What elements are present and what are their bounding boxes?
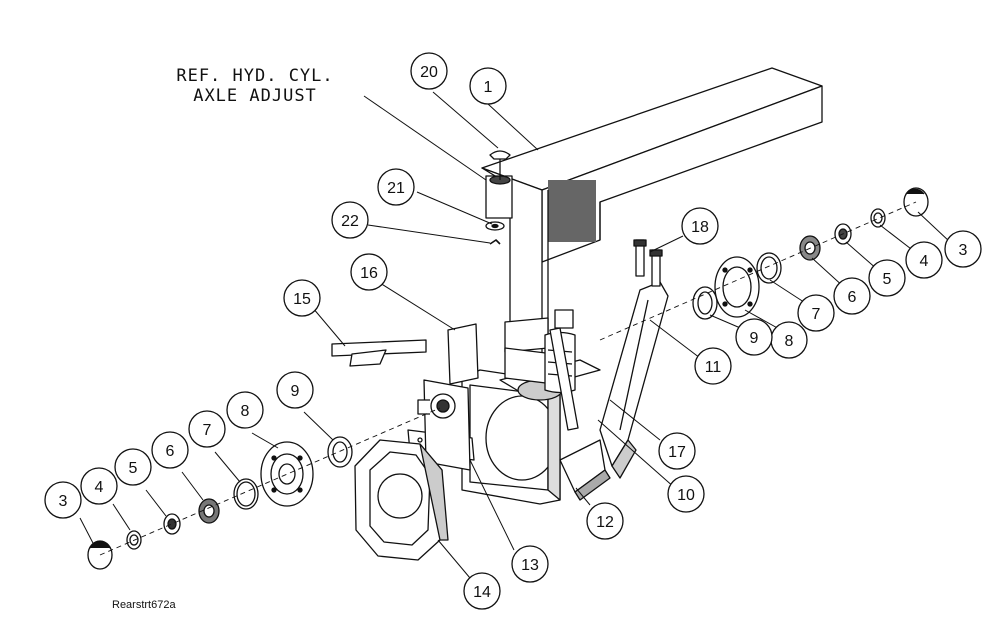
svg-text:4: 4 bbox=[920, 253, 929, 270]
svg-text:20: 20 bbox=[420, 64, 438, 81]
svg-text:4: 4 bbox=[95, 479, 104, 496]
callout-7-right: 7 bbox=[797, 294, 835, 332]
svg-text:3: 3 bbox=[59, 493, 68, 510]
bar-bracket bbox=[331, 339, 427, 367]
callout-18: 18 bbox=[681, 207, 719, 245]
svg-text:7: 7 bbox=[812, 306, 821, 323]
svg-text:13: 13 bbox=[521, 557, 539, 574]
left-hub-stack bbox=[87, 436, 353, 570]
callout-21: 21 bbox=[377, 168, 415, 206]
svg-text:17: 17 bbox=[668, 444, 686, 461]
svg-text:5: 5 bbox=[883, 271, 892, 288]
svg-text:7: 7 bbox=[203, 422, 212, 439]
callout-7-left: 7 bbox=[188, 410, 226, 448]
reference-note: REF. HYD. CYL. AXLE ADJUST bbox=[150, 66, 360, 106]
callout-9-right: 9 bbox=[735, 318, 773, 356]
octagon-plate bbox=[354, 439, 449, 561]
svg-text:8: 8 bbox=[785, 333, 794, 350]
svg-text:21: 21 bbox=[387, 180, 405, 197]
callouts: 20 1 21 22 18 16 15 3 4 5 6 7 8 9 11 17 … bbox=[44, 52, 982, 610]
callout-10: 10 bbox=[667, 475, 705, 513]
svg-text:11: 11 bbox=[705, 359, 722, 376]
callout-4-left: 4 bbox=[80, 467, 118, 505]
svg-text:6: 6 bbox=[166, 443, 175, 460]
svg-text:9: 9 bbox=[291, 383, 300, 400]
svg-text:3: 3 bbox=[959, 242, 968, 259]
callout-6-left: 6 bbox=[151, 431, 189, 469]
strut-arm bbox=[599, 281, 669, 479]
drawing-id-label: Rearstrt672a bbox=[112, 599, 176, 611]
bolt-u-clamp bbox=[633, 239, 663, 287]
hydraulic-cylinder-lug bbox=[485, 150, 513, 245]
axle-centerline bbox=[99, 201, 917, 556]
callout-16: 16 bbox=[350, 253, 388, 291]
callout-12: 12 bbox=[586, 502, 624, 540]
callout-9-left: 9 bbox=[276, 371, 314, 409]
callout-14: 14 bbox=[463, 572, 501, 610]
callout-3-right: 3 bbox=[944, 230, 982, 268]
callout-11: 11 bbox=[694, 347, 732, 385]
svg-text:8: 8 bbox=[241, 403, 250, 420]
callout-15: 15 bbox=[283, 279, 321, 317]
svg-text:18: 18 bbox=[691, 219, 709, 236]
callout-22: 22 bbox=[331, 201, 369, 239]
svg-text:15: 15 bbox=[293, 291, 311, 308]
svg-text:16: 16 bbox=[360, 265, 378, 282]
spindle-plate bbox=[417, 379, 471, 471]
reference-note-line-2: AXLE ADJUST bbox=[193, 86, 317, 106]
callout-5-left: 5 bbox=[114, 448, 152, 486]
svg-text:22: 22 bbox=[341, 213, 359, 230]
svg-text:6: 6 bbox=[848, 289, 857, 306]
svg-text:5: 5 bbox=[129, 460, 138, 477]
spring-plate bbox=[447, 309, 579, 431]
callout-6-right: 6 bbox=[833, 277, 871, 315]
reference-note-line-1: REF. HYD. CYL. bbox=[176, 66, 334, 86]
svg-text:1: 1 bbox=[484, 79, 493, 96]
svg-text:9: 9 bbox=[750, 330, 759, 347]
callout-13: 13 bbox=[511, 545, 549, 583]
callout-17: 17 bbox=[658, 432, 696, 470]
callout-20: 20 bbox=[410, 52, 448, 90]
callout-8-left: 8 bbox=[226, 391, 264, 429]
callout-3-left: 3 bbox=[44, 481, 82, 519]
svg-text:12: 12 bbox=[596, 514, 614, 531]
callout-8-right: 8 bbox=[770, 321, 808, 359]
callout-5-right: 5 bbox=[868, 259, 906, 297]
svg-text:14: 14 bbox=[473, 584, 491, 601]
svg-text:10: 10 bbox=[677, 487, 695, 504]
callout-1: 1 bbox=[469, 67, 507, 105]
callout-4-right: 4 bbox=[905, 241, 943, 279]
